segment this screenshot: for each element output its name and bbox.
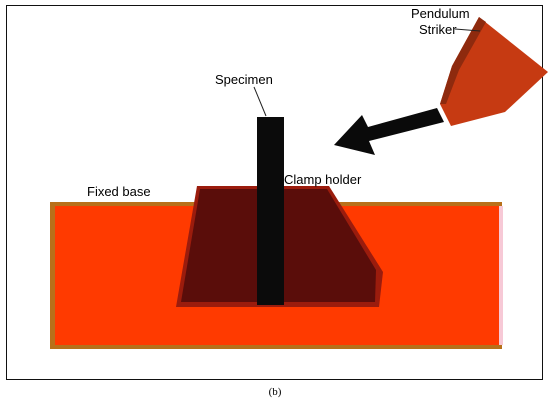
pendulum-striker-shade: [440, 17, 486, 104]
figure-frame: [6, 5, 543, 380]
specimen: [257, 117, 284, 305]
specimen-label: Specimen: [215, 72, 273, 87]
fixed-base-label: Fixed base: [87, 184, 151, 199]
fixed-base-highlight: [499, 206, 503, 345]
impact-arrow: [334, 108, 444, 155]
figure-caption: (b): [268, 386, 282, 398]
specimen-leader-line: [253, 86, 267, 117]
pendulum-leader-line: [454, 28, 481, 32]
pendulum-label-line1: Pendulum: [411, 6, 470, 21]
clamp-holder-label: Clamp holder: [284, 172, 362, 187]
pendulum-label-line2: Striker: [419, 22, 457, 37]
